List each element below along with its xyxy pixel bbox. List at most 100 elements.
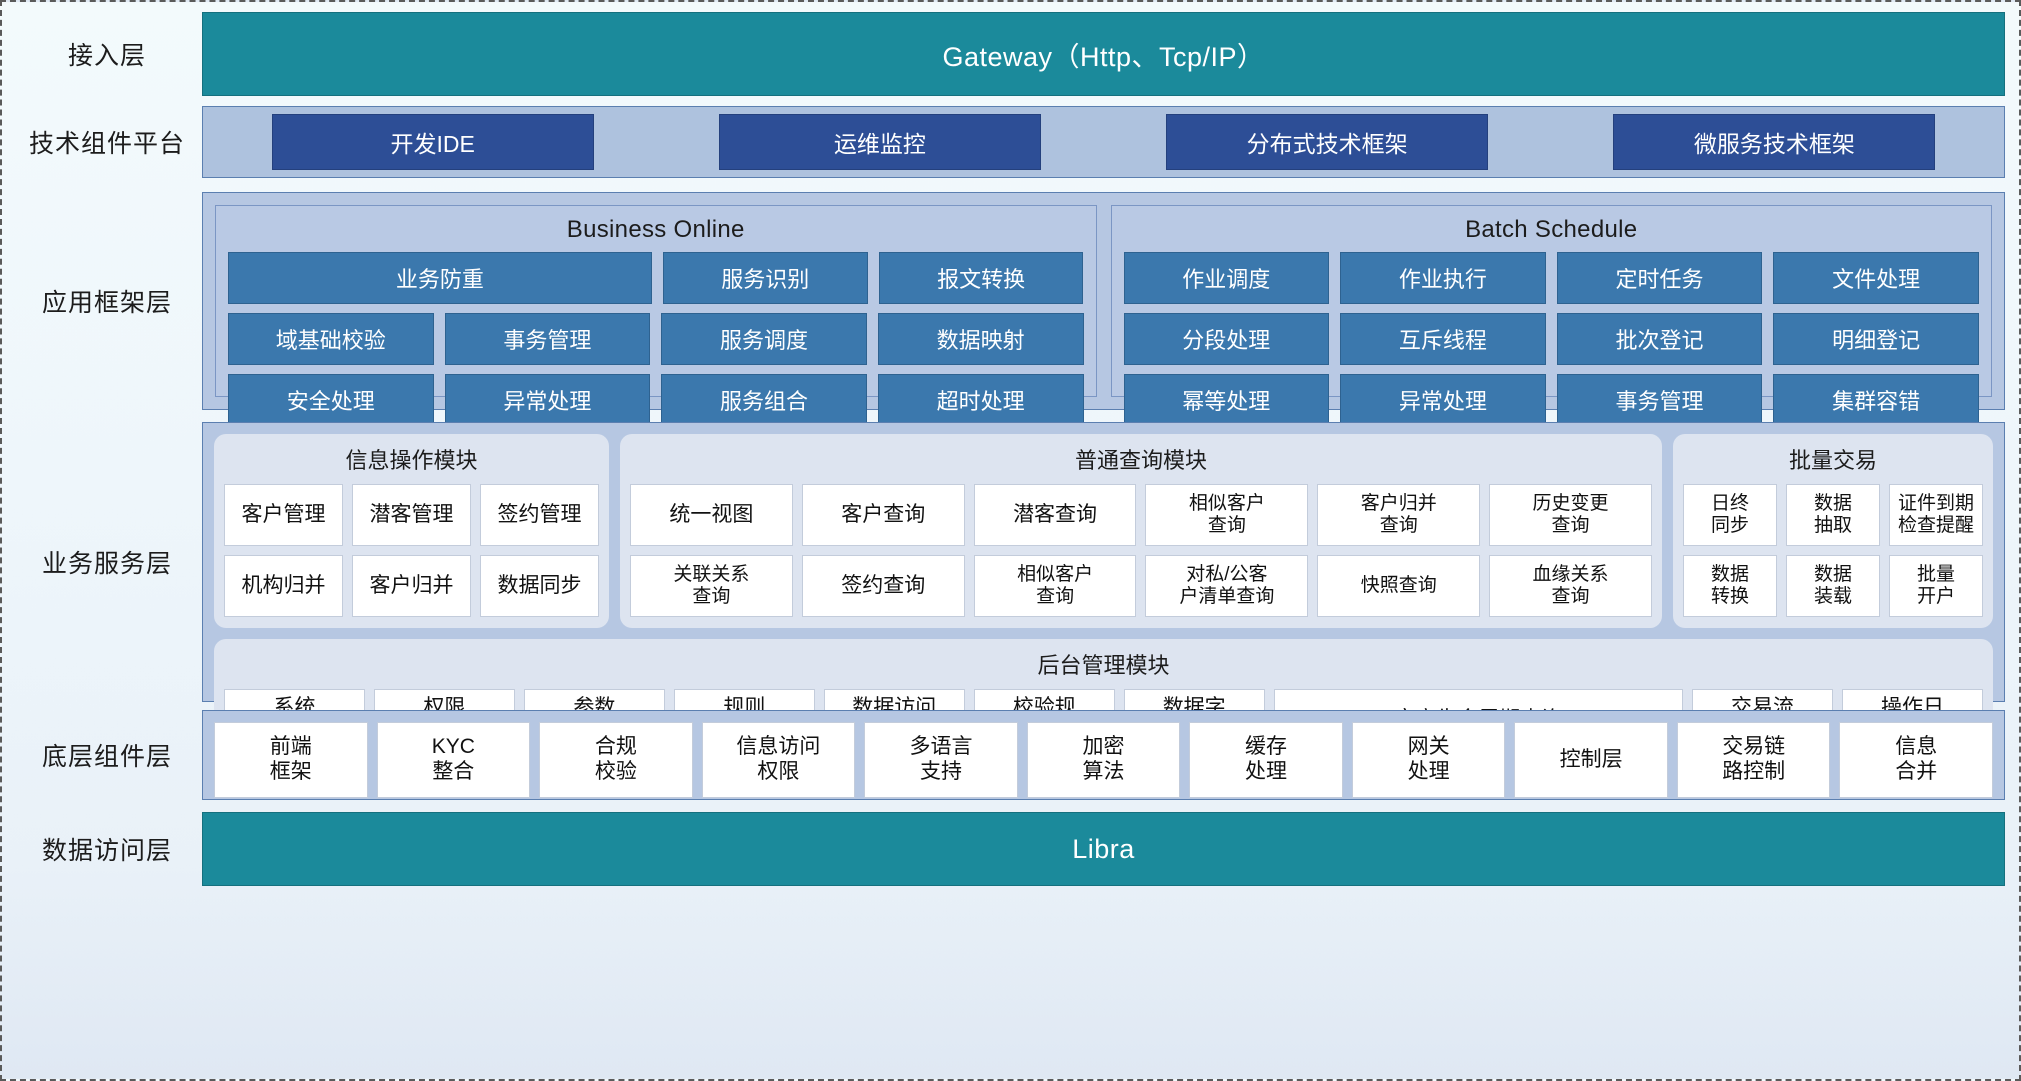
- module-info-operation: 信息操作模块 客户管理 潜客管理 签约管理 机构归并 客户归并 数据同步: [214, 434, 609, 628]
- item-prospect-management[interactable]: 潜客管理: [352, 484, 471, 546]
- module-row: 数据转换 数据装载 批量开户: [1683, 555, 1983, 617]
- item-encryption-algorithm[interactable]: 加密算法: [1026, 722, 1181, 798]
- item-data-extract[interactable]: 数据抽取: [1786, 484, 1880, 546]
- item-transaction-chain-control[interactable]: 交易链路控制: [1676, 722, 1831, 798]
- layer-label-tech: 技术组件平台: [28, 130, 185, 158]
- module-batch-transaction: 批量交易 日终同步 数据抽取 证件到期检查提醒 数据转换 数据装载 批量开户: [1673, 434, 1993, 628]
- tech-platform-band: 开发IDE 运维监控 分布式技术框架 微服务技术框架: [202, 106, 2005, 178]
- chip-job-execution[interactable]: 作业执行: [1340, 252, 1546, 304]
- layer-label-basecomp: 底层组件层: [41, 743, 172, 771]
- module-common-query: 普通查询模块 统一视图 客户查询 潜客查询 相似客户查询 客户归并查询 历史变更…: [620, 434, 1662, 628]
- chip-transaction-management-batch[interactable]: 事务管理: [1556, 374, 1763, 426]
- module-row: 机构归并 客户归并 数据同步: [224, 555, 599, 617]
- item-history-change-query[interactable]: 历史变更查询: [1489, 484, 1652, 546]
- group-batch-schedule: Batch Schedule 作业调度 作业执行 定时任务 文件处理 分段处理 …: [1110, 205, 1992, 426]
- chip-row: 域基础校验 事务管理 服务调度 数据映射: [228, 313, 1084, 365]
- module-title-common-query: 普通查询模块: [1074, 448, 1207, 473]
- item-gateway-processing[interactable]: 网关处理: [1351, 722, 1506, 798]
- layer-label-bizservice: 业务服务层: [41, 550, 172, 578]
- chip-row: 幂等处理 异常处理 事务管理 集群容错: [1123, 374, 1979, 426]
- layer-data-access: 数据访问层 Libra: [12, 812, 2005, 886]
- item-unified-view[interactable]: 统一视图: [630, 484, 793, 546]
- chip-exception-processing[interactable]: 异常处理: [444, 374, 651, 426]
- item-batch-account-open[interactable]: 批量开户: [1889, 555, 1983, 617]
- module-title-batch-transaction: 批量交易: [1788, 448, 1877, 473]
- item-data-sync[interactable]: 数据同步: [480, 555, 599, 617]
- chip-job-scheduling[interactable]: 作业调度: [1123, 252, 1330, 304]
- item-certificate-expiry-reminder[interactable]: 证件到期检查提醒: [1889, 484, 1983, 546]
- item-contract-management[interactable]: 签约管理: [480, 484, 599, 546]
- tech-chip-microservice-framework[interactable]: 微服务技术框架: [1613, 114, 1936, 170]
- item-data-transform[interactable]: 数据转换: [1683, 555, 1777, 617]
- chip-exception-processing-batch[interactable]: 异常处理: [1340, 374, 1546, 426]
- chip-domain-base-validate[interactable]: 域基础校验: [228, 313, 434, 365]
- business-service-band: 信息操作模块 客户管理 潜客管理 签约管理 机构归并 客户归并 数据同步: [202, 422, 2005, 764]
- module-title-info-operation: 信息操作模块: [345, 448, 478, 473]
- chip-segment-processing[interactable]: 分段处理: [1123, 313, 1330, 365]
- layer-tech-platform: 技术组件平台 开发IDE 运维监控 分布式技术框架 微服务技术框架: [12, 106, 2005, 178]
- chip-business-dedup[interactable]: 业务防重: [228, 252, 652, 304]
- item-lineage-query[interactable]: 血缘关系查询: [1489, 555, 1652, 617]
- module-row: 日终同步 数据抽取 证件到期检查提醒: [1683, 484, 1983, 546]
- item-customer-merge-query[interactable]: 客户归并查询: [1317, 484, 1481, 546]
- chip-service-scheduling[interactable]: 服务调度: [661, 313, 867, 365]
- tech-chip-ide[interactable]: 开发IDE: [271, 114, 594, 170]
- item-eod-sync[interactable]: 日终同步: [1683, 484, 1777, 546]
- item-similar-customer-query-2[interactable]: 相似客户查询: [973, 555, 1137, 617]
- tech-chip-ops-monitor[interactable]: 运维监控: [718, 114, 1041, 170]
- item-prospect-query[interactable]: 潜客查询: [973, 484, 1137, 546]
- item-control-layer[interactable]: 控制层: [1514, 722, 1668, 798]
- chip-security-processing[interactable]: 安全处理: [228, 374, 434, 426]
- item-cache-processing[interactable]: 缓存处理: [1189, 722, 1343, 798]
- chip-row: 业务防重 服务识别 报文转换: [228, 252, 1084, 304]
- item-customer-query[interactable]: 客户查询: [801, 484, 965, 546]
- tech-chip-distributed-framework[interactable]: 分布式技术框架: [1166, 114, 1489, 170]
- item-info-access-permission[interactable]: 信息访问权限: [701, 722, 856, 798]
- layer-label-access: 接入层: [67, 42, 146, 70]
- layer-access: 接入层 Gateway（Http、Tcp/IP）: [12, 12, 2005, 96]
- chip-message-transform[interactable]: 报文转换: [878, 252, 1084, 304]
- item-relationship-query[interactable]: 关联关系查询: [630, 555, 793, 617]
- item-contract-query[interactable]: 签约查询: [801, 555, 965, 617]
- chip-row: 分段处理 互斥线程 批次登记 明细登记: [1123, 313, 1979, 365]
- chip-row: 安全处理 异常处理 服务组合 超时处理: [228, 374, 1084, 426]
- chip-cluster-fault-tolerance[interactable]: 集群容错: [1773, 374, 1979, 426]
- chip-idempotent-processing[interactable]: 幂等处理: [1123, 374, 1330, 426]
- item-institution-merge[interactable]: 机构归并: [224, 555, 343, 617]
- item-snapshot-query[interactable]: 快照查询: [1317, 555, 1481, 617]
- layer-label-appframe: 应用框架层: [41, 289, 172, 317]
- chip-row: 作业调度 作业执行 定时任务 文件处理: [1123, 252, 1979, 304]
- item-private-public-customer-list-query[interactable]: 对私/公客户清单查询: [1145, 555, 1309, 617]
- libra-bar: Libra: [202, 812, 2005, 886]
- layer-app-framework: 应用框架层 Business Online 业务防重 服务识别 报文转换 域基础…: [12, 192, 2005, 426]
- module-row: 客户管理 潜客管理 签约管理: [224, 484, 599, 546]
- module-title-backend-management: 后台管理模块: [1037, 653, 1170, 678]
- group-title-business-online: Business Online: [566, 216, 745, 243]
- item-customer-merge[interactable]: 客户归并: [352, 555, 471, 617]
- chip-service-composition[interactable]: 服务组合: [661, 374, 867, 426]
- item-similar-customer-query[interactable]: 相似客户查询: [1145, 484, 1309, 546]
- item-compliance-check[interactable]: 合规校验: [539, 722, 693, 798]
- item-multilanguage-support[interactable]: 多语言支持: [864, 722, 1018, 798]
- chip-mutex-thread[interactable]: 互斥线程: [1340, 313, 1546, 365]
- gateway-bar: Gateway（Http、Tcp/IP）: [202, 12, 2005, 96]
- chip-transaction-management[interactable]: 事务管理: [444, 313, 651, 365]
- chip-timeout-processing[interactable]: 超时处理: [877, 374, 1084, 426]
- item-data-load[interactable]: 数据装载: [1786, 555, 1880, 617]
- item-info-merge[interactable]: 信息合并: [1839, 722, 1994, 798]
- chip-data-mapping[interactable]: 数据映射: [877, 313, 1084, 365]
- module-row: 关联关系查询 签约查询 相似客户查询 对私/公客户清单查询 快照查询 血缘关系查…: [630, 555, 1652, 617]
- chip-timed-task[interactable]: 定时任务: [1556, 252, 1763, 304]
- chip-batch-registration[interactable]: 批次登记: [1556, 313, 1763, 365]
- chip-service-identify[interactable]: 服务识别: [662, 252, 868, 304]
- item-frontend-framework[interactable]: 前端框架: [214, 722, 368, 798]
- layer-label-dataaccess: 数据访问层: [41, 837, 172, 865]
- app-framework-band: Business Online 业务防重 服务识别 报文转换 域基础校验 事务管…: [202, 192, 2005, 426]
- item-customer-management[interactable]: 客户管理: [224, 484, 343, 546]
- chip-file-processing[interactable]: 文件处理: [1773, 252, 1979, 304]
- chip-detail-registration[interactable]: 明细登记: [1773, 313, 1979, 365]
- group-title-batch-schedule: Batch Schedule: [1465, 216, 1638, 243]
